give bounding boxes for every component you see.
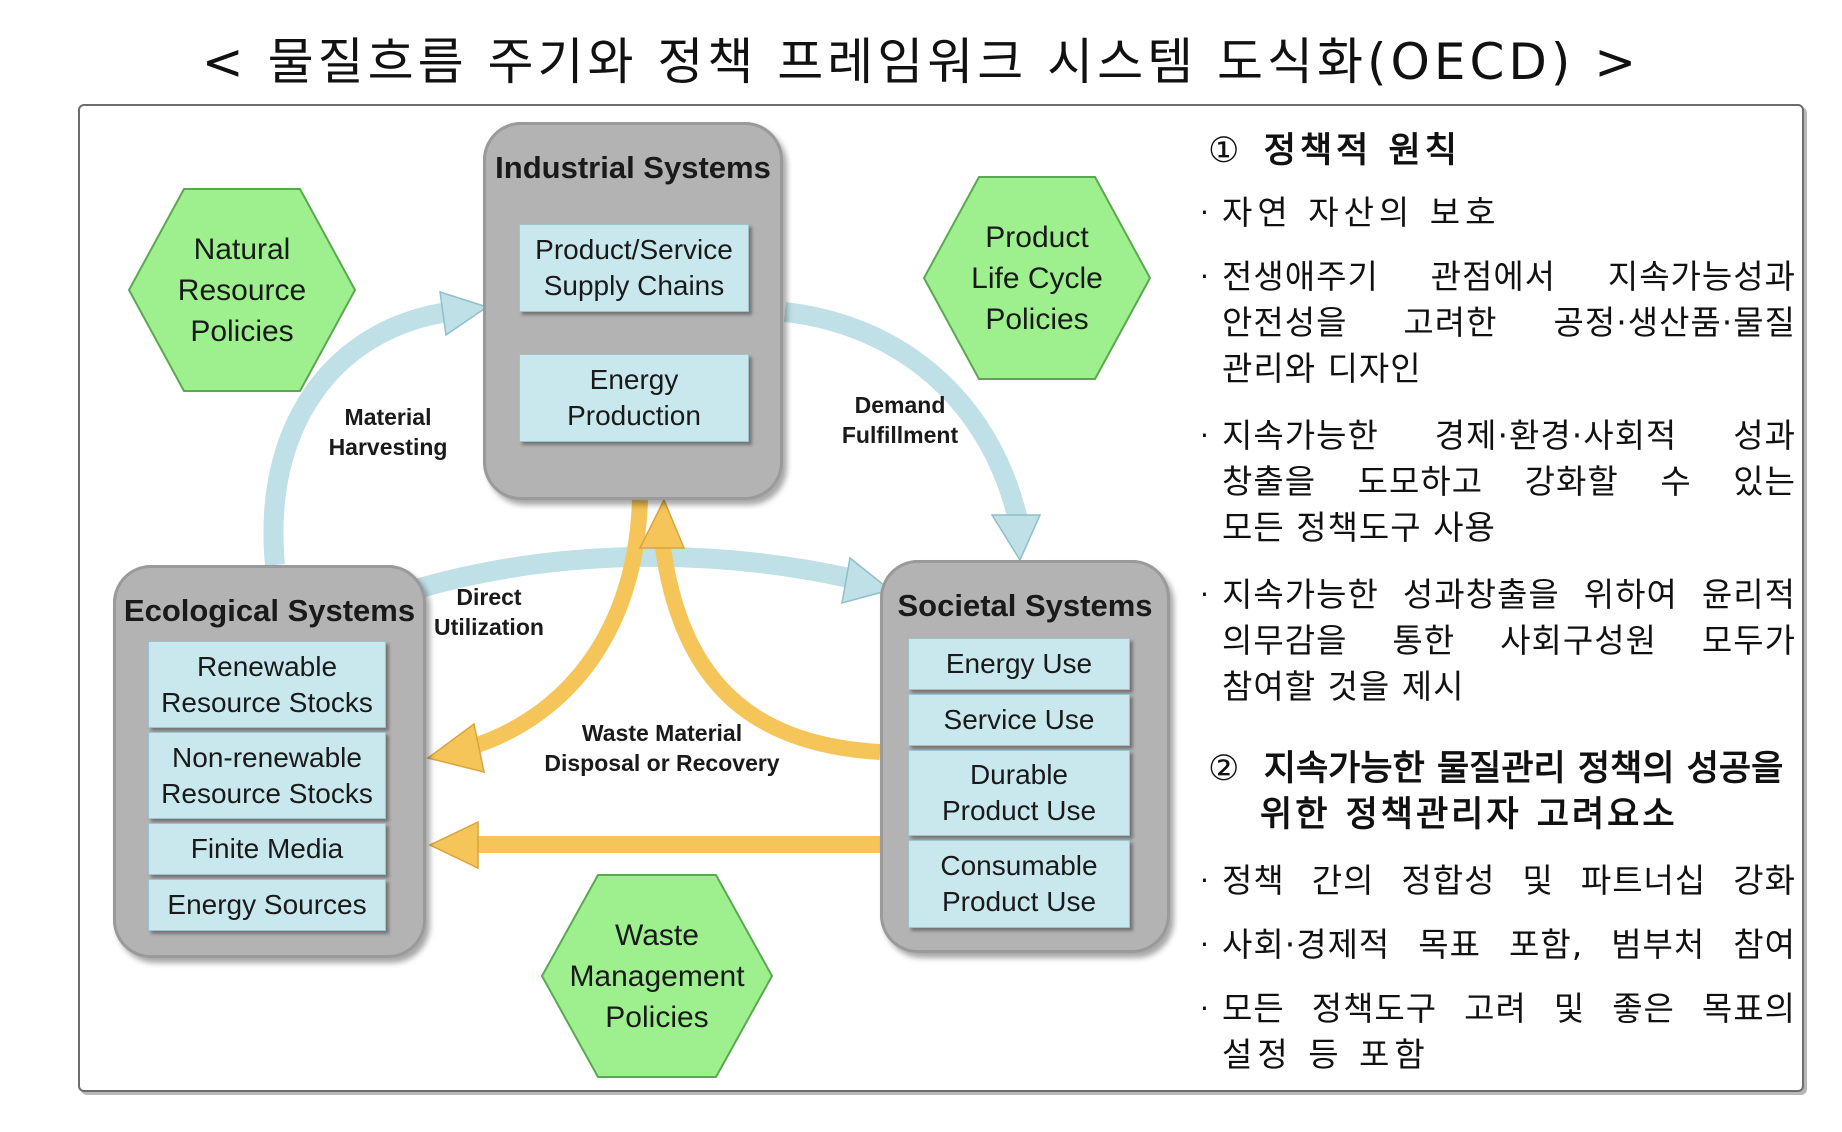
finite-media-box: Finite Media: [148, 823, 386, 875]
principle-item: · 지속가능한 경제·환경·사회적 성과 창출을 도모하고 강화할 수 있는 모…: [1200, 413, 1796, 551]
item-line: 전생애주기 관점에서 지속가능성과: [1222, 257, 1796, 296]
product-service-supply-chains-box: Product/Service Supply Chains: [519, 224, 749, 312]
considerations-heading-line1: 지속가능한 물질관리 정책의 성공을: [1263, 749, 1784, 789]
industrial-systems-title: Industrial Systems: [495, 150, 771, 185]
bullet: ·: [1200, 578, 1209, 611]
service-use-box: Service Use: [908, 694, 1130, 746]
hexagon-shape: [540, 874, 774, 1078]
bullet: ·: [1200, 928, 1209, 961]
considerations-heading: ② 지속가능한 물질관리 정책의 성공을 위한 정책관리자 고려요소: [1208, 746, 1783, 838]
energy-sources-box: Energy Sources: [148, 879, 386, 931]
non-renewable-resource-stocks-box: Non-renewable Resource Stocks: [148, 732, 386, 819]
waste-management-policies-label: Waste Management Policies: [569, 918, 745, 1034]
bullet: ·: [1200, 260, 1209, 293]
item-line: 지속가능한 성과창출을 위하여 윤리적: [1222, 575, 1796, 614]
item-line: 자연 자산의 보호: [1222, 193, 1501, 232]
consideration-item: · 정책 간의 정합성 및 파트너십 강화: [1200, 858, 1796, 904]
renewable-resource-stocks-box: Renewable Resource Stocks: [148, 641, 386, 728]
ecological-systems-title: Ecological Systems: [123, 593, 416, 628]
bullet: ·: [1200, 196, 1209, 229]
consumable-product-use-box: Consumable Product Use: [908, 840, 1130, 928]
bullet: ·: [1200, 864, 1209, 897]
item-line: 정책 간의 정합성 및 파트너십 강화: [1222, 861, 1796, 900]
bullet: ·: [1200, 992, 1209, 1025]
energy-use-box: Energy Use: [908, 638, 1130, 690]
societal-systems-title: Societal Systems: [897, 588, 1153, 623]
natural-resource-policies-label: Natural Resource Policies: [177, 232, 307, 348]
durable-product-use-box: Durable Product Use: [908, 750, 1130, 836]
item-line: 관리와 디자인: [1222, 349, 1422, 388]
direct-utilization-label: Direct Utilization: [434, 584, 544, 640]
considerations-heading-line2: 위한 정책관리자 고려요소: [1260, 795, 1678, 835]
item-line: 모든 정책도구 고려 및 좋은 목표의: [1222, 989, 1796, 1028]
natural-resource-policies-hexagon: Natural Resource Policies: [127, 186, 357, 394]
energy-production-box: Energy Production: [519, 354, 749, 442]
item-line: 안전성을 고려한 공정·생산품·물질: [1222, 303, 1796, 342]
item-line: 설정 등 포함: [1222, 1035, 1430, 1074]
item-line: 창출을 도모하고 강화할 수 있는: [1222, 462, 1796, 501]
hexagon-shape: [922, 176, 1152, 380]
principle-item: · 자연 자산의 보호: [1200, 190, 1796, 236]
waste-management-policies-hexagon: Waste Management Policies: [540, 872, 774, 1080]
waste-material-label: Waste Material Disposal or Recovery: [544, 720, 780, 776]
consideration-item: · 모든 정책도구 고려 및 좋은 목표의 설정 등 포함: [1200, 986, 1796, 1078]
principle-item: · 지속가능한 성과창출을 위하여 윤리적 의무감을 통한 사회구성원 모두가 …: [1200, 572, 1796, 710]
item-line: 모든 정책도구 사용: [1222, 508, 1496, 547]
industrial-systems-box: Industrial Systems Product/Service Suppl…: [483, 122, 783, 500]
societal-systems-box: Societal Systems Energy Use Service Use …: [880, 560, 1170, 953]
heading-number: ①: [1208, 131, 1240, 171]
item-line: 사회·경제적 목표 포함, 범부처 참여: [1222, 925, 1796, 964]
principles-heading: ① 정책적 원칙: [1208, 122, 1461, 173]
item-line: 의무감을 통한 사회구성원 모두가: [1222, 621, 1796, 660]
item-line: 참여할 것을 제시: [1222, 667, 1465, 706]
ecological-systems-box: Ecological Systems Renewable Resource St…: [113, 565, 426, 958]
item-line: 지속가능한 경제·환경·사회적 성과: [1222, 416, 1796, 455]
page-title: < 물질흐름 주기와 정책 프레임워크 시스템 도식화(OECD) >: [201, 33, 1641, 91]
principles-heading-text: 정책적 원칙: [1263, 131, 1461, 171]
bullet: ·: [1200, 419, 1209, 452]
principle-item: · 전생애주기 관점에서 지속가능성과 안전성을 고려한 공정·생산품·물질 관…: [1200, 254, 1796, 392]
hexagon-shape: [127, 188, 357, 392]
material-harvesting-label: Material Harvesting: [328, 404, 448, 460]
product-life-cycle-policies-label: Product Life Cycle Policies: [971, 220, 1103, 336]
consideration-item: · 사회·경제적 목표 포함, 범부처 참여: [1200, 922, 1796, 968]
demand-fulfillment-label: Demand Fulfillment: [841, 392, 959, 448]
heading-number: ②: [1208, 749, 1240, 789]
product-life-cycle-policies-hexagon: Product Life Cycle Policies: [922, 174, 1152, 382]
